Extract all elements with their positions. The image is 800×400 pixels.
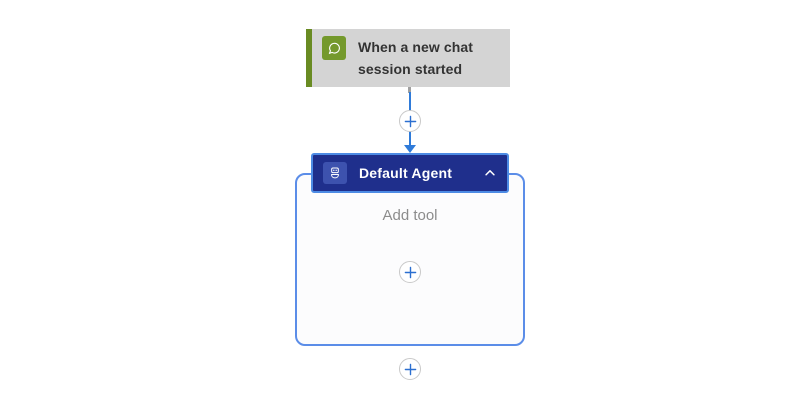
agent-header[interactable]: Default Agent — [311, 153, 509, 193]
insert-after-agent-button[interactable] — [399, 358, 421, 380]
chat-bubble-icon — [322, 36, 346, 60]
agent-scope-container — [295, 173, 525, 346]
plus-icon — [404, 266, 416, 278]
add-tool-label: Add tool — [382, 207, 438, 224]
insert-step-button[interactable] — [399, 110, 421, 132]
trigger-card[interactable]: When a new chat session started — [306, 29, 510, 87]
edge-arrow-icon — [404, 145, 416, 153]
agent-title: Default Agent — [359, 165, 453, 181]
bot-icon — [323, 162, 347, 184]
plus-icon — [404, 115, 416, 127]
collapse-button[interactable] — [483, 166, 497, 180]
trigger-title: When a new chat session started — [358, 39, 474, 77]
chevron-up-icon — [485, 170, 495, 176]
add-tool-button[interactable] — [399, 261, 421, 283]
plus-icon — [404, 363, 416, 375]
trigger-edge-stub — [408, 87, 411, 93]
